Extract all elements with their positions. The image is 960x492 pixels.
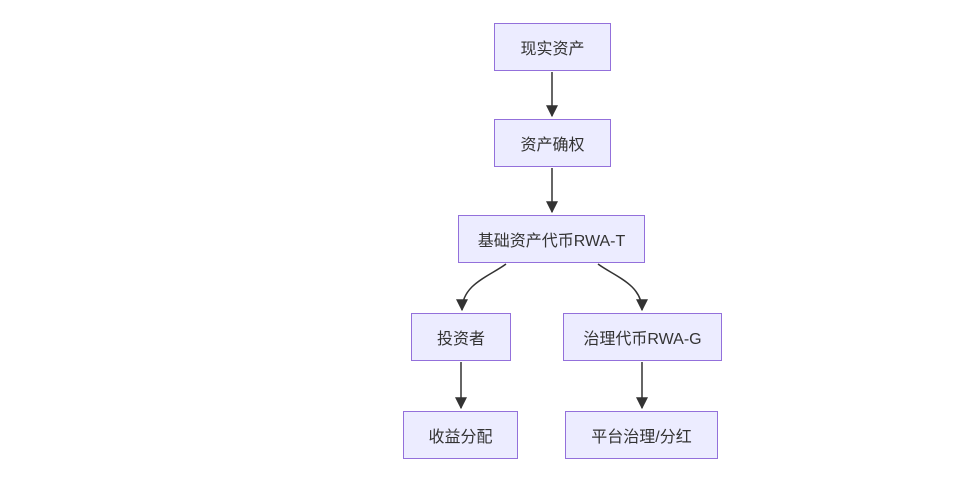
node-platform-governance-dividend: 平台治理/分红 (565, 411, 718, 459)
node-platform-governance-dividend-label: 平台治理/分红 (591, 429, 692, 446)
edge-base-token-to-investor (456, 263, 507, 312)
node-governance-token-rwa-g: 治理代币RWA-G (563, 313, 722, 361)
node-investor-label: 投资者 (436, 331, 485, 348)
node-revenue-distribution: 收益分配 (403, 411, 518, 459)
node-investor: 投资者 (411, 313, 511, 361)
edge-base-token-to-governance-token (597, 263, 648, 312)
node-governance-token-rwa-g-label: 治理代币RWA-G (583, 331, 702, 348)
node-real-asset: 现实资产 (494, 23, 611, 71)
node-asset-confirmation: 资产确权 (494, 119, 611, 167)
node-revenue-distribution-label: 收益分配 (428, 429, 493, 446)
node-real-asset-label: 现实资产 (520, 41, 585, 58)
node-asset-confirmation-label: 资产确权 (520, 137, 585, 154)
node-base-asset-token-rwa-t-label: 基础资产代币RWA-T (477, 233, 626, 250)
node-base-asset-token-rwa-t: 基础资产代币RWA-T (458, 215, 645, 263)
